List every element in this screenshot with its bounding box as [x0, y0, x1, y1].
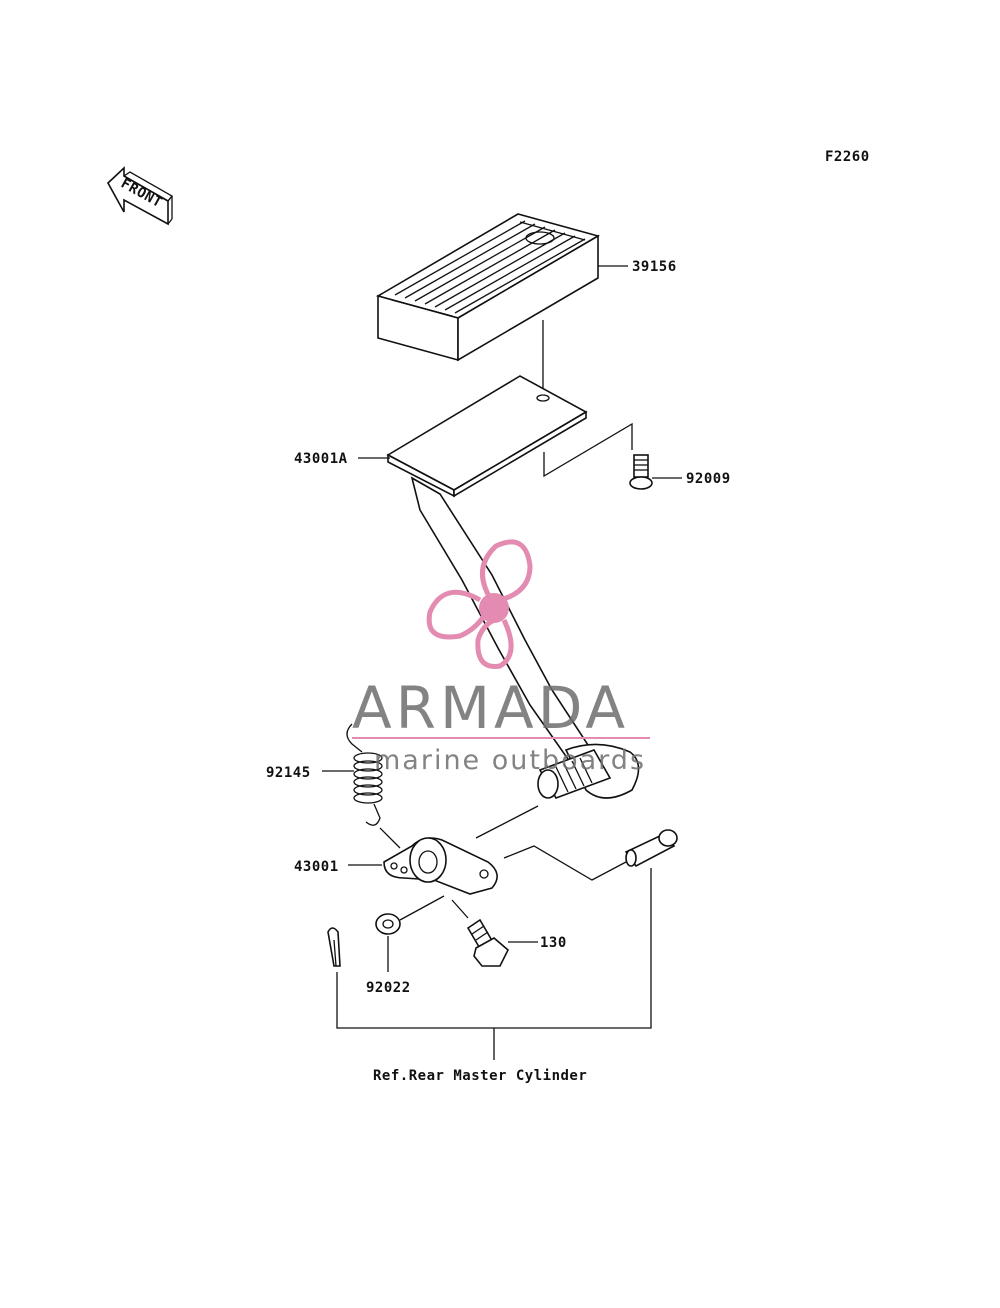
cotter-pin: [327, 927, 341, 967]
label-39156: 39156: [632, 259, 677, 275]
spring-92145: [346, 723, 383, 826]
washer-92022: [375, 913, 401, 935]
diagram-code: F2260: [825, 149, 870, 165]
label-130: 130: [540, 935, 567, 951]
watermark-brand: ARMADA: [352, 674, 629, 742]
armada-watermark: ARMADA marine outboards: [352, 539, 650, 776]
label-43001A: 43001A: [294, 451, 348, 467]
ref-label: Ref.Rear Master Cylinder: [373, 1068, 587, 1084]
watermark-tagline: marine outboards: [374, 745, 646, 776]
bolt-130: [466, 918, 509, 967]
pedal-arm: [386, 375, 640, 799]
clevis-pin: [624, 829, 678, 868]
label-43001: 43001: [294, 859, 339, 875]
lever-43001: [383, 837, 498, 895]
bolt-92009: [629, 454, 653, 490]
label-92009: 92009: [686, 471, 731, 487]
label-92022: 92022: [366, 980, 411, 996]
label-92145: 92145: [266, 765, 311, 781]
pedal-pad: [375, 213, 601, 362]
pedal-shaft: [537, 749, 612, 799]
propeller-logo-icon: [426, 539, 533, 669]
front-arrow-icon: FRONT: [106, 166, 173, 226]
